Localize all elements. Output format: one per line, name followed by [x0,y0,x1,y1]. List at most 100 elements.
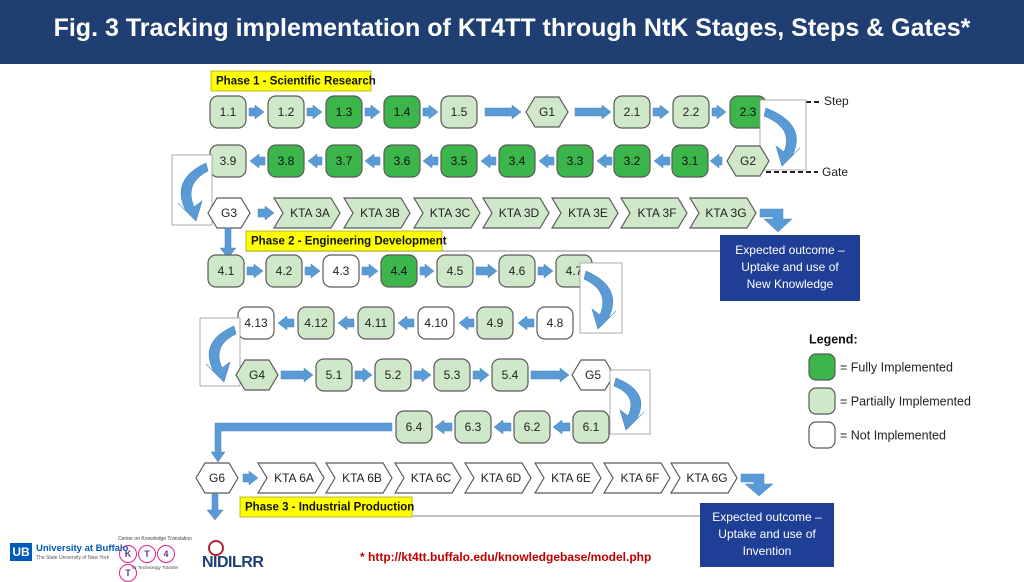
expected-outcome-box [720,235,860,301]
flow-arrow [364,104,381,120]
step-label: 4.2 [276,264,293,278]
kta-node [688,197,757,229]
flow-arrow [652,104,670,120]
ub-logo-name: University at Buffalo [36,543,129,554]
university-at-buffalo-logo: UB University at Buffalo The State Unive… [10,543,128,565]
flow-arrow [354,367,373,383]
kta-node [602,462,671,494]
step-node [476,306,514,340]
flow-arrow [242,470,259,486]
flow-arrow [364,153,381,169]
expected-outcome-text: Invention [743,544,792,558]
step-node [209,95,247,129]
flow-arrow [422,104,439,120]
kta-label: KTA 3C [430,206,471,220]
flow-arrow [574,104,612,120]
step-node [672,95,710,129]
flow-arrow [484,104,522,120]
step-label: 3.6 [394,154,411,168]
curve-arrow [583,270,617,330]
kta-label: KTA 6C [411,471,452,485]
gate-label: G5 [585,368,601,382]
step-label: 2.3 [740,105,757,119]
flow-arrow [206,493,224,521]
step-label: 1.5 [451,105,468,119]
step-label: 4.5 [447,264,464,278]
kta-node [393,462,462,494]
kta-node [412,197,481,229]
footnote-link[interactable]: * http://kt4tt.buffalo.edu/knowledgebase… [360,550,652,564]
expected-outcome-text: Uptake and use of [718,527,816,541]
step-label: 4.1 [218,264,235,278]
kta-node [463,462,532,494]
step-node [267,95,305,129]
gate-label: G4 [249,368,265,382]
step-label: 4.8 [547,316,564,330]
step-label: 3.9 [220,154,237,168]
kta-node [256,462,325,494]
kt4tt-letter: K [119,545,137,563]
step-node [572,410,610,444]
flow-arrow [277,315,295,331]
step-label: 6.3 [465,420,482,434]
step-label: 1.1 [220,105,237,119]
gate-label: G6 [209,471,225,485]
flow-arrow [361,263,379,279]
kt4tt-letter: T [138,545,156,563]
kta-label: KTA 3F [637,206,676,220]
flow-arrow [517,315,535,331]
kta-label: KTA 3G [705,206,746,220]
step-label: 1.3 [336,105,353,119]
legend-label: = Not Implemented [840,428,946,442]
flow-arrow [306,104,323,120]
step-label: 4.10 [424,316,448,330]
step-node [325,144,363,178]
flow-arrow [413,367,432,383]
flow-arrow [493,419,512,435]
flow-arrow [307,153,323,169]
legend-label: = Fully Implemented [840,360,953,374]
nidilrr-name: NIDILRR [202,554,264,571]
kta-node [669,462,738,494]
flow-arrow [552,419,571,435]
step-node [395,410,433,444]
flow-arrow [422,153,439,169]
flow-arrow [458,315,475,331]
step-label: 3.3 [567,154,584,168]
step-node [383,95,421,129]
flow-arrow [246,263,264,279]
step-label: 1.2 [278,105,295,119]
kta-node [272,197,341,229]
phase-label: Phase 1 - Scientific Research [216,76,376,88]
phase-label: Phase 3 - Industrial Production [245,502,414,514]
step-node [433,358,471,392]
flow-arrow [472,367,490,383]
flow-arrow [709,153,723,169]
phase-label-bg [239,496,413,518]
kt4tt-letter: 4 [157,545,175,563]
curve-arrow [763,107,801,167]
step-label: 3.2 [624,154,641,168]
flow-arrow [480,153,497,169]
gate-node [235,359,279,391]
step-node [267,144,305,178]
kta-label: KTA 6G [686,471,727,485]
step-label: 6.2 [524,420,541,434]
step-node [513,410,551,444]
step-node [536,306,574,340]
curve-arrow [205,325,237,383]
step-node [383,144,421,178]
kta-node [481,197,550,229]
kta-node [342,197,411,229]
step-label: 5.4 [502,368,519,382]
step-node [315,358,353,392]
flow-arrow [257,205,275,221]
kta-node [619,197,688,229]
step-label: 1.4 [394,105,411,119]
step-label: 5.1 [326,368,343,382]
step-node [440,144,478,178]
ub-logo-subtitle: The State University of New York [36,555,110,561]
